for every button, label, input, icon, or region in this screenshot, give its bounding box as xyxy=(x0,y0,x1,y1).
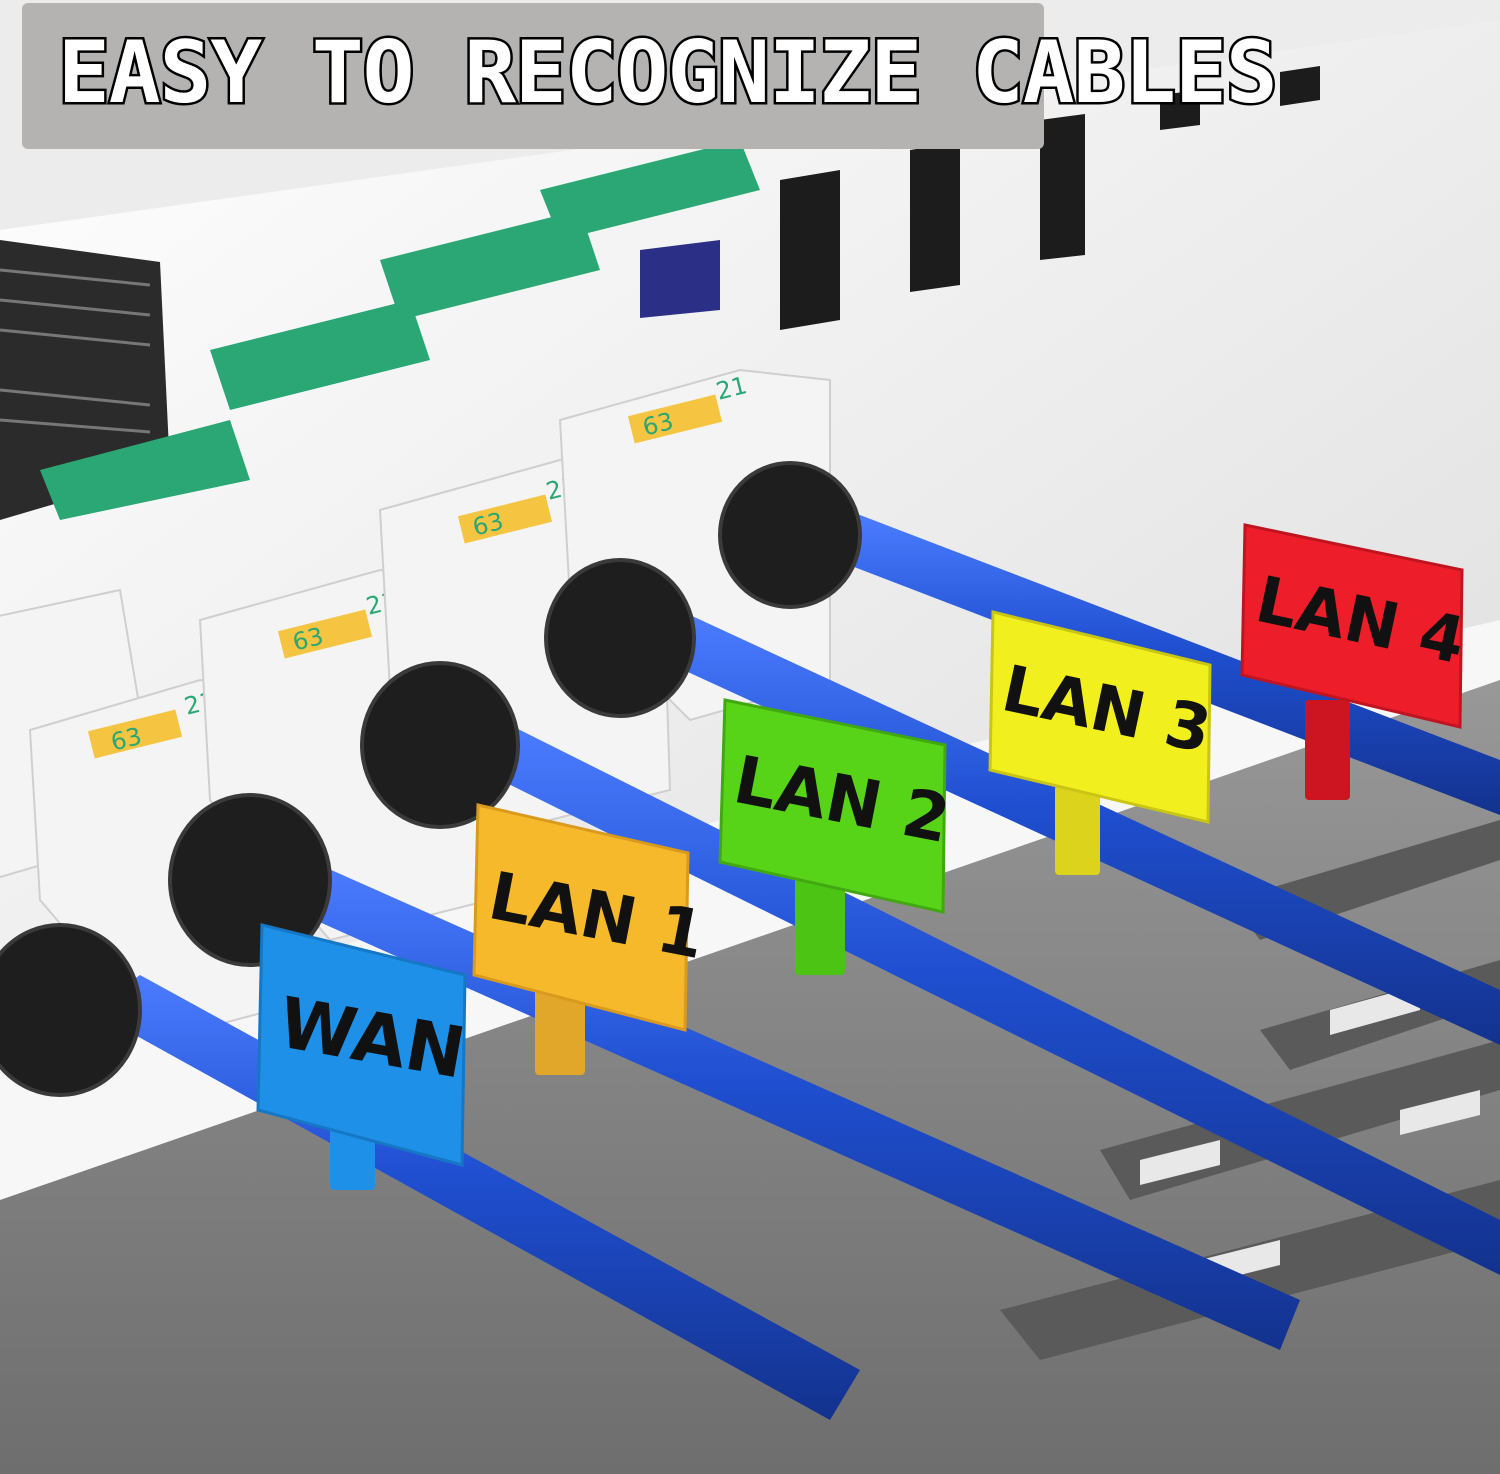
cable-boot xyxy=(168,793,332,967)
keystone-jacks: 63 21 63 21 63 21 63 21 xyxy=(0,140,831,1042)
cable-boots xyxy=(0,461,862,1097)
switch-vents xyxy=(0,268,151,434)
cable-boot xyxy=(718,461,862,609)
panel-port-slots xyxy=(640,66,1320,330)
cable-boot xyxy=(544,558,696,718)
tag-lan3: LAN 3 xyxy=(988,610,1217,875)
cable-tags: WAN LAN 1 LAN 2 LAN 3 LAN 4 xyxy=(256,523,1471,1190)
tag-lan1: LAN 1 xyxy=(472,803,711,1075)
cable-boot xyxy=(360,661,520,829)
tag-lan4: LAN 4 xyxy=(1240,523,1471,800)
cable-boot xyxy=(0,923,142,1097)
tag-lan2: LAN 2 xyxy=(718,698,956,975)
tag-wan: WAN xyxy=(256,923,471,1190)
headline-banner: EASY TO RECOGNIZE CABLES xyxy=(22,3,1280,149)
headline-text: EASY TO RECOGNIZE CABLES xyxy=(56,21,1281,126)
